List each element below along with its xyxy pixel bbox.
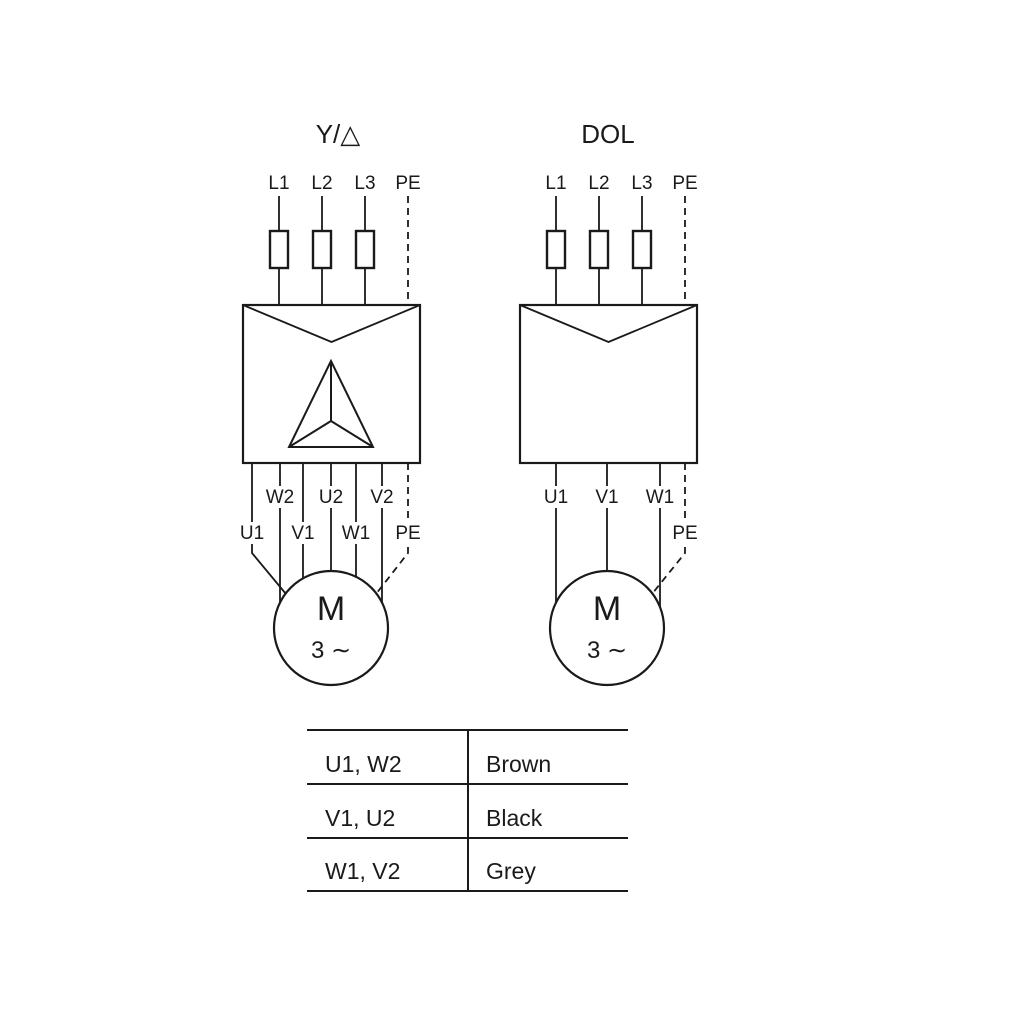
dol-starter-box — [518, 303, 699, 465]
dol-input-label-l2: L2 — [588, 173, 609, 194]
table-row-2: V1, U2 Black — [325, 805, 543, 831]
dol-motor-letter: M — [593, 590, 621, 628]
dol-fuse-l3 — [631, 229, 653, 270]
sd-input-label-pe: PE — [395, 173, 420, 194]
dol-label-bg-u1 — [539, 486, 573, 508]
dol-label-bg-v1 — [590, 486, 624, 508]
sd-wire-l3 — [354, 196, 376, 305]
sd-delta-inner-3 — [330, 420, 374, 448]
dol-motor-phase: 3 ∼ — [587, 637, 627, 664]
sd-label-bg-v2 — [365, 486, 399, 508]
sd-wire-l2 — [311, 196, 333, 305]
table-row-3: W1, V2 Grey — [325, 858, 536, 884]
sd-output-label-w1: W1 — [342, 523, 371, 544]
sd-output-label-pe: PE — [395, 523, 420, 544]
sd-output-label-u2: U2 — [319, 487, 343, 508]
dol-input-label-l1: L1 — [545, 173, 566, 194]
sd-delta-outline — [287, 358, 375, 448]
sd-input-label-l3: L3 — [354, 173, 375, 194]
dol-input-label-pe: PE — [672, 173, 697, 194]
dol-output-label-pe: PE — [672, 523, 697, 544]
star-delta-diagram: Y/△ L1 L2 L3 PE — [235, 119, 425, 687]
table-row-1: U1, W2 Brown — [325, 751, 551, 777]
sd-label-bg-u2 — [314, 486, 348, 508]
dol-label-bg-w1 — [643, 486, 677, 508]
dol-fuse-l1 — [545, 229, 567, 270]
sd-delta-symbol — [287, 358, 375, 448]
sd-output-label-v2: V2 — [370, 487, 393, 508]
table-cell-color-2: Black — [486, 805, 543, 831]
dol-wire-l2 — [588, 196, 610, 305]
sd-output-label-u1: U1 — [240, 523, 264, 544]
dol-label-bg-pe — [668, 522, 702, 544]
dol-motor-circle — [548, 569, 666, 687]
wire-color-table: U1, W2 Brown V1, U2 Black W1, V2 Grey — [307, 729, 628, 892]
sd-fuse-l3 — [354, 229, 376, 270]
sd-input-label-l2: L2 — [311, 173, 332, 194]
star-delta-title: Y/△ — [316, 119, 361, 149]
sd-wire-pe-output — [375, 463, 409, 595]
dol-fuse-l2 — [588, 229, 610, 270]
dol-diagram: DOL L1 L2 L3 PE — [518, 119, 702, 687]
sd-motor-letter: M — [317, 590, 345, 628]
sd-delta-inner-2 — [288, 420, 332, 448]
sd-label-bg-u1 — [235, 522, 269, 544]
sd-label-bg-w1 — [339, 522, 373, 544]
dol-wire-l1 — [545, 196, 567, 305]
dol-wire-pe-output — [651, 463, 686, 595]
sd-box-chevron — [242, 304, 421, 343]
table-cell-color-1: Brown — [486, 751, 551, 777]
sd-motor-circle — [272, 569, 390, 687]
dol-output-label-w1: W1 — [646, 487, 675, 508]
dol-output-label-v1: V1 — [595, 487, 618, 508]
sd-output-label-v1: V1 — [291, 523, 314, 544]
table-cell-terminals-3: W1, V2 — [325, 858, 400, 884]
sd-wire-u1 — [251, 463, 287, 595]
sd-label-bg-w2 — [263, 486, 297, 508]
dol-wire-l3 — [631, 196, 653, 305]
sd-output-label-w2: W2 — [266, 487, 295, 508]
sd-label-bg-pe — [391, 522, 425, 544]
dol-box-chevron — [519, 304, 698, 343]
sd-label-bg-v1 — [286, 522, 320, 544]
dol-input-label-l3: L3 — [631, 173, 652, 194]
dol-output-label-u1: U1 — [544, 487, 568, 508]
sd-fuse-l1 — [268, 229, 290, 270]
sd-motor-phase: 3 ∼ — [311, 637, 351, 664]
sd-wire-l1 — [268, 196, 290, 305]
dol-title: DOL — [581, 119, 634, 149]
table-cell-terminals-2: V1, U2 — [325, 805, 395, 831]
sd-fuse-l2 — [311, 229, 333, 270]
table-cell-color-3: Grey — [486, 858, 536, 884]
table-cell-terminals-1: U1, W2 — [325, 751, 402, 777]
sd-input-label-l1: L1 — [268, 173, 289, 194]
